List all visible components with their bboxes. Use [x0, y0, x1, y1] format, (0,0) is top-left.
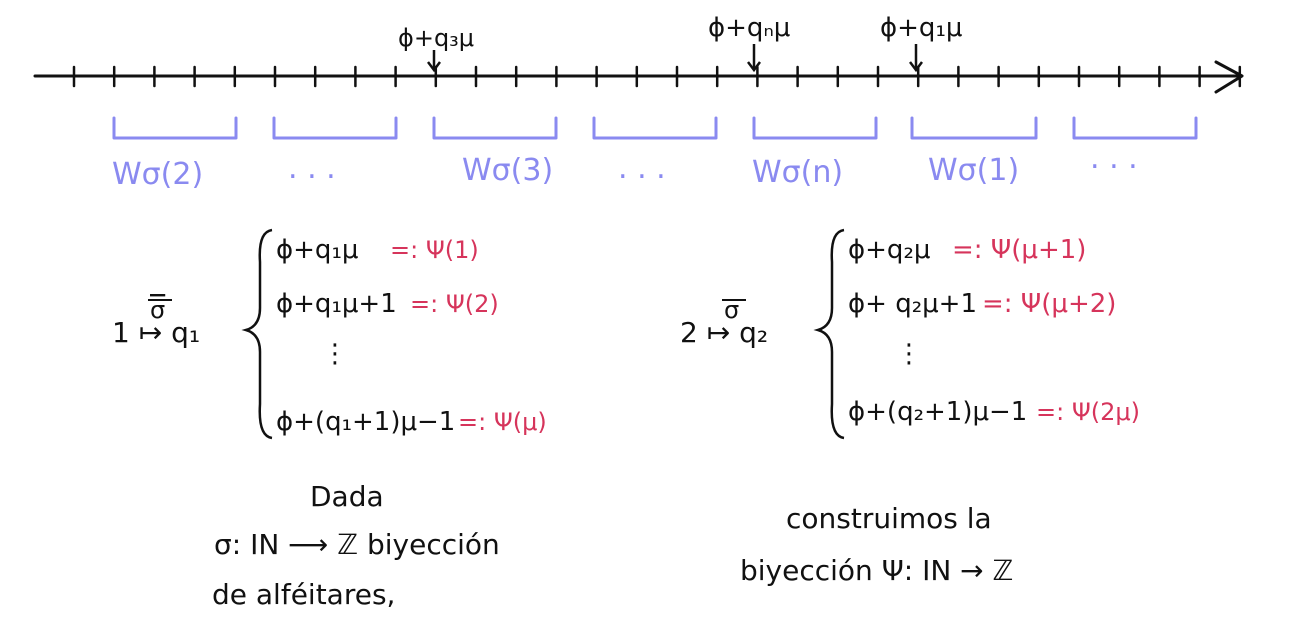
caption-line: σ: IN ⟶ ℤ biyección — [214, 528, 500, 561]
interval-label: Wσ(n) — [752, 155, 843, 190]
row-expression: ϕ+q₁μ+1 — [276, 289, 397, 319]
caption-right: construimos la biyección Ψ: IN → ℤ — [740, 502, 1013, 587]
caption-line: de alféitares, — [212, 578, 395, 611]
left-brace — [241, 228, 273, 440]
row-expression: ϕ+q₁μ — [276, 235, 358, 265]
row-vdots: ⋮ — [322, 339, 348, 369]
interval-label: Wσ(3) — [462, 153, 553, 188]
marker-label: ϕ+q₃μ — [398, 24, 474, 52]
map-expression: 2 ↦ q₂ — [680, 316, 768, 349]
row-psi: =: Ψ(1) — [390, 236, 479, 264]
row-psi: =: Ψ(μ) — [458, 408, 547, 436]
bracket-dots-2 — [592, 116, 718, 140]
marker-arrowhead — [427, 61, 441, 73]
interval-label: . . . — [288, 151, 336, 186]
interval-label: . . . — [618, 151, 666, 186]
row-psi: =: Ψ(μ+2) — [982, 289, 1116, 319]
marker-arrowhead — [909, 61, 923, 73]
marker-qn: ϕ+qₙμ — [708, 13, 790, 73]
caption-left: Dada σ: IN ⟶ ℤ biyección de alféitares, — [212, 480, 500, 611]
marker-q1: ϕ+q₁μ — [880, 13, 962, 73]
row-psi: =: Ψ(μ+1) — [952, 235, 1086, 265]
caption-line: biyección Ψ: IN → ℤ — [740, 554, 1013, 587]
row-vdots: ⋮ — [896, 339, 922, 369]
row-expression: ϕ+q₂μ — [848, 235, 930, 265]
axis-ticks — [72, 65, 1242, 88]
map-expression: 1 ↦ q₁ — [112, 316, 200, 349]
bracket-w-sigma-n — [752, 116, 878, 140]
marker-arrowhead — [747, 61, 761, 73]
marker-q3: ϕ+q₃μ — [398, 24, 474, 73]
block-sigma-2: σ 2 ↦ q₂ ϕ+q₂μ =: Ψ(μ+1) ϕ+ q₂μ+1 =: Ψ(μ… — [680, 228, 1140, 440]
interval-labels: Wσ(2) . . . Wσ(3) . . . Wσ(n) Wσ(1) . . … — [112, 141, 1138, 192]
map-sigma: σ — [724, 296, 739, 324]
bracket-w-sigma-2 — [112, 116, 238, 140]
interval-label: Wσ(1) — [928, 153, 1019, 188]
block-sigma-1: σ 1 ↦ q₁ ϕ+q₁μ =: Ψ(1) ϕ+q₁μ+1 =: Ψ(2) ⋮… — [112, 228, 547, 440]
interval-label: . . . — [1090, 141, 1138, 176]
row-expression: ϕ+(q₁+1)μ−1 — [276, 407, 455, 437]
bracket-w-sigma-3 — [432, 116, 558, 140]
axis-arrowhead — [1214, 60, 1244, 94]
row-psi: =: Ψ(2) — [410, 290, 499, 318]
left-brace — [813, 228, 845, 440]
interval-brackets — [112, 116, 1198, 140]
number-line: ϕ+q₃μ ϕ+qₙμ ϕ+q₁μ — [33, 13, 1244, 94]
bracket-dots-1 — [272, 116, 398, 140]
bracket-dots-3 — [1072, 116, 1198, 140]
interval-label: Wσ(2) — [112, 157, 203, 192]
marker-label: ϕ+q₁μ — [880, 13, 962, 43]
caption-line: Dada — [310, 480, 384, 513]
marker-label: ϕ+qₙμ — [708, 13, 790, 43]
row-expression: ϕ+ q₂μ+1 — [848, 289, 977, 319]
bracket-w-sigma-1 — [910, 116, 1038, 140]
row-psi: =: Ψ(2μ) — [1036, 398, 1140, 426]
caption-line: construimos la — [786, 502, 992, 535]
row-expression: ϕ+(q₂+1)μ−1 — [848, 397, 1027, 427]
map-sigma: σ — [150, 296, 165, 324]
